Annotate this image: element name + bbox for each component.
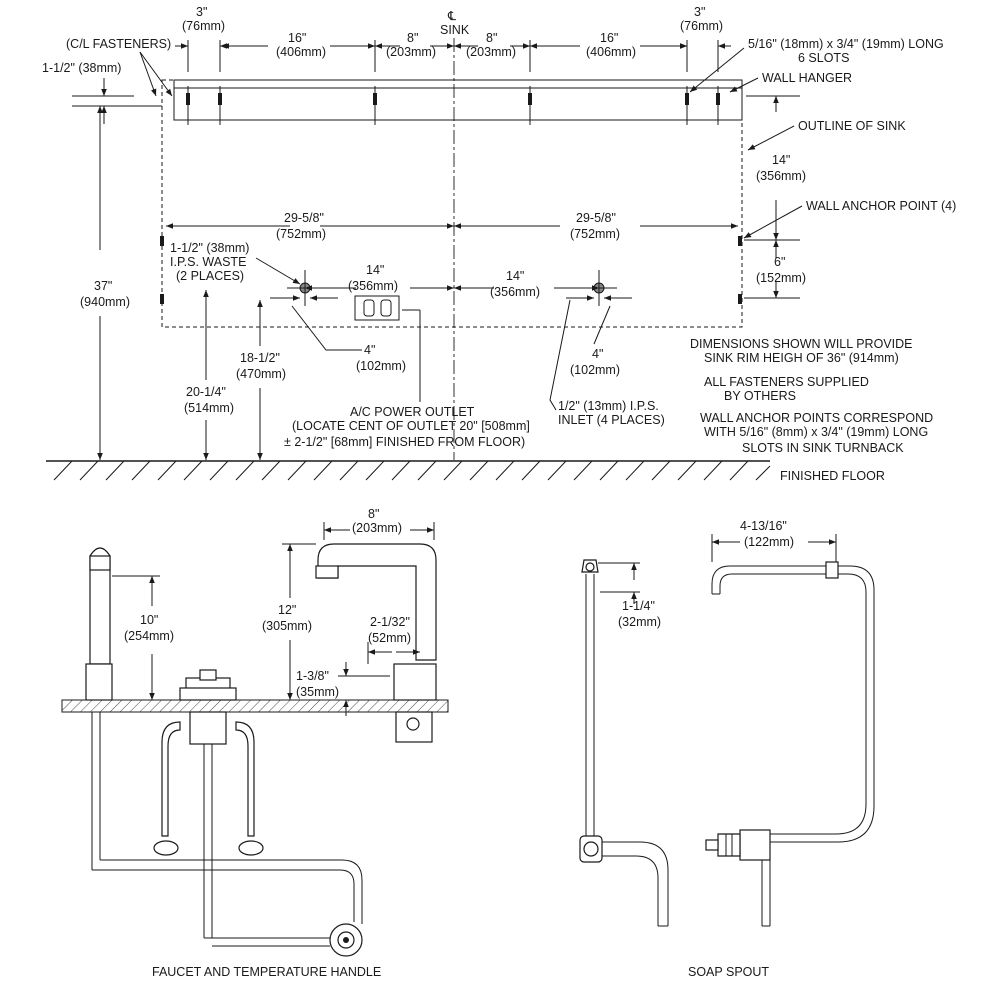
dim-1-5in: 1-1/2" (38mm)	[42, 61, 121, 75]
sink-outline	[161, 79, 743, 328]
faucet-dim-203mm: (203mm)	[352, 521, 402, 535]
svg-text:SINK RIM HEIGH OF 36" (914mm): SINK RIM HEIGH OF 36" (914mm)	[704, 351, 899, 365]
svg-text:BY OTHERS: BY OTHERS	[724, 389, 796, 403]
faucet-dim-1-3in: 1-3/8"	[296, 669, 329, 683]
wall-elevation-view: ℄ SINK 3" (76mm) 16" (406mm) 8"	[42, 5, 956, 483]
handle-cable	[92, 869, 355, 922]
waste-label-2: I.P.S. WASTE	[170, 255, 246, 269]
waste-label-1: 1-1/2" (38mm)	[170, 241, 249, 255]
dim-102mm-right: (102mm)	[570, 363, 620, 377]
dim-3in-right: 3"	[694, 5, 705, 19]
dim-940mm: (940mm)	[80, 295, 130, 309]
dim-752mm-right: (752mm)	[570, 227, 620, 241]
dim-4in-right: 4"	[592, 347, 603, 361]
dim-470mm: (470mm)	[236, 367, 286, 381]
soap-spout-front	[705, 561, 875, 927]
dim-16in-right: 16"	[600, 31, 618, 45]
faucet-dim-35mm: (35mm)	[296, 685, 339, 699]
soap-caption: SOAP SPOUT	[688, 965, 769, 979]
svg-text:DIMENSIONS SHOWN WILL PROVIDE: DIMENSIONS SHOWN WILL PROVIDE	[690, 337, 912, 351]
dim-3in-left: 3"	[196, 5, 207, 19]
wall-hanger-label: WALL HANGER	[762, 71, 852, 85]
outline-of-sink-label: OUTLINE OF SINK	[798, 119, 906, 133]
centerline-symbol: ℄	[447, 9, 457, 23]
dim-203mm-right: (203mm)	[466, 45, 516, 59]
dim-14in-mid-left: 14"	[366, 263, 384, 277]
faucet-dim-8in: 8"	[368, 507, 379, 521]
slots-label-2: 6 SLOTS	[798, 51, 849, 65]
cl-fasteners-label: (C/L FASTENERS)	[66, 37, 171, 51]
dim-356mm-side: (356mm)	[756, 169, 806, 183]
dim-14in-side: 14"	[772, 153, 790, 167]
dim-16in-left: 16"	[288, 31, 306, 45]
soap-dim-122mm: (122mm)	[744, 535, 794, 549]
faucet-spout	[315, 543, 437, 743]
dim-752mm-left: (752mm)	[276, 227, 326, 241]
soap-dim-4in: 4-13/16"	[740, 519, 787, 533]
soap-spout-side	[579, 559, 669, 927]
waste-label-3: (2 PLACES)	[176, 269, 244, 283]
faucet-dim-305mm: (305mm)	[262, 619, 312, 633]
svg-text:ALL FASTENERS SUPPLIED: ALL FASTENERS SUPPLIED	[704, 375, 869, 389]
wall-anchor-points	[160, 236, 742, 304]
dim-152mm: (152mm)	[756, 271, 806, 285]
mixing-valve	[153, 669, 264, 938]
slots-label-1: 5/16" (18mm) x 3/4" (19mm) LONG	[748, 37, 944, 51]
hanger-slots	[186, 86, 720, 125]
dim-29in-right: 29-5/8"	[576, 211, 616, 225]
dim-6in: 6"	[774, 255, 785, 269]
dim-406mm-right: (406mm)	[586, 45, 636, 59]
svg-text:FINISHED FLOOR: FINISHED FLOOR	[780, 469, 885, 483]
wall-hanger	[173, 79, 743, 121]
top-dimension-chain	[175, 40, 731, 72]
dim-203mm-left: (203mm)	[386, 45, 436, 59]
dim-14in-mid-right: 14"	[506, 269, 524, 283]
dim-356mm-mid-right: (356mm)	[490, 285, 540, 299]
dim-18in: 18-1/2"	[240, 351, 280, 365]
soap-spout-view: 1-1/4" (32mm) 4-13/16" (122mm) SOAP SPOU…	[579, 519, 875, 979]
power-label-3: ± 2-1/2" [68mm] FINISHED FROM FLOOR)	[284, 435, 525, 449]
svg-text:WITH 5/16" (8mm) x 3/4" (19mm): WITH 5/16" (8mm) x 3/4" (19mm) LONG	[704, 425, 928, 439]
notes: DIMENSIONS SHOWN WILL PROVIDE SINK RIM H…	[690, 337, 933, 455]
dim-8in-right: 8"	[486, 31, 497, 45]
temperature-handle	[85, 547, 113, 870]
faucet-caption: FAUCET AND TEMPERATURE HANDLE	[152, 965, 381, 979]
soap-dim-1in: 1-1/4"	[622, 599, 655, 613]
countertop	[61, 699, 449, 713]
inlet-label-1: 1/2" (13mm) I.P.S.	[558, 399, 659, 413]
power-label-1: A/C POWER OUTLET	[350, 405, 475, 419]
dim-29in-left: 29-5/8"	[284, 211, 324, 225]
sink-label: SINK	[440, 23, 470, 37]
faucet-dim-10in: 10"	[140, 613, 158, 627]
dim-20in: 20-1/4"	[186, 385, 226, 399]
dim-76mm-right: (76mm)	[680, 19, 723, 33]
finished-floor: FINISHED FLOOR	[46, 460, 885, 483]
power-label-2: (LOCATE CENT OF OUTLET 20" [508mm]	[292, 419, 530, 433]
dim-76mm-left: (76mm)	[182, 19, 225, 33]
faucet-dim-12in: 12"	[278, 603, 296, 617]
dim-356mm-mid-left: (356mm)	[348, 279, 398, 293]
faucet-dim-254mm: (254mm)	[124, 629, 174, 643]
inlet-label-2: INLET (4 PLACES)	[558, 413, 665, 427]
dim-406mm-left: (406mm)	[276, 45, 326, 59]
dim-4in-left: 4"	[364, 343, 375, 357]
power-outlet	[354, 295, 400, 321]
faucet-view: 8" (203mm) 10" (254mm) 12" (305mm) 2-1/3…	[61, 507, 449, 979]
dim-8in-left: 8"	[407, 31, 418, 45]
handle-wheel	[329, 923, 363, 957]
wall-anchor-label: WALL ANCHOR POINT (4)	[806, 199, 956, 213]
svg-text:WALL ANCHOR POINTS CORRESPOND: WALL ANCHOR POINTS CORRESPOND	[700, 411, 933, 425]
dim-37in: 37"	[94, 279, 112, 293]
faucet-dim-52mm: (52mm)	[368, 631, 411, 645]
soap-dim-32mm: (32mm)	[618, 615, 661, 629]
dim-102mm-left: (102mm)	[356, 359, 406, 373]
svg-text:SLOTS IN SINK TURNBACK: SLOTS IN SINK TURNBACK	[742, 441, 904, 455]
dim-514mm: (514mm)	[184, 401, 234, 415]
faucet-dim-2in: 2-1/32"	[370, 615, 410, 629]
